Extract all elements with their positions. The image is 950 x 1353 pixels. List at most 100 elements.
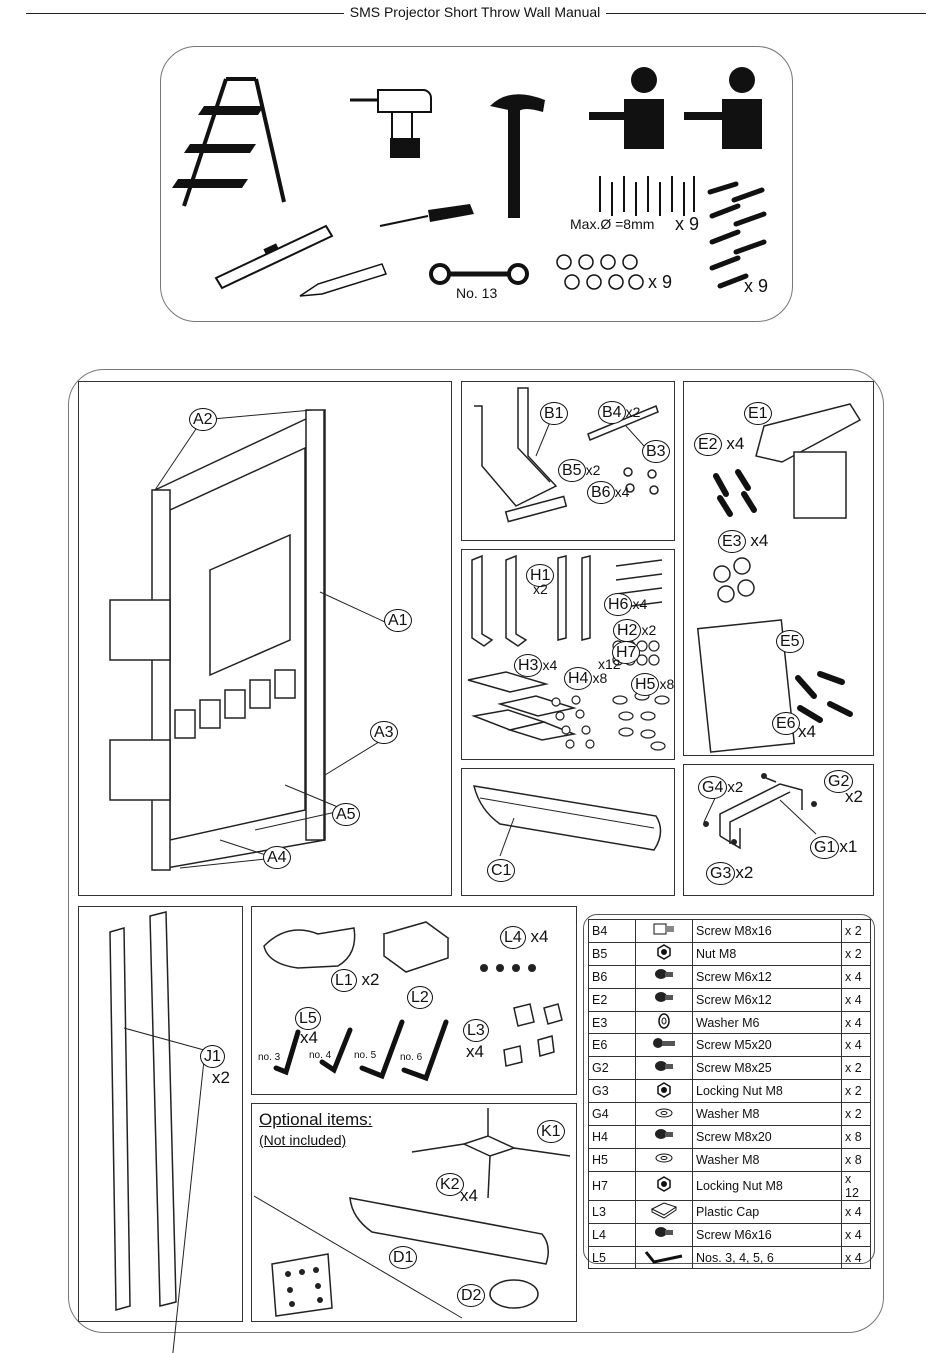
e-parts-drawing <box>696 403 862 753</box>
optional-title: Optional items: <box>259 1110 373 1129</box>
l5-qty: x4 <box>300 1028 318 1047</box>
part-qty: x 4 <box>841 1010 871 1035</box>
pencil-icon <box>299 263 387 297</box>
g2-qty: x2 <box>845 787 863 806</box>
screw-icon <box>635 1056 693 1081</box>
screw-icon <box>635 964 693 989</box>
l3-qty: x4 <box>466 1042 484 1061</box>
flat-washer-icon <box>635 1147 693 1172</box>
part-name: Screw M6x12 <box>692 964 842 989</box>
label-j1: J1 <box>200 1045 225 1068</box>
label-h2: H2 <box>613 619 642 642</box>
wrench-icon <box>429 263 529 285</box>
part-code: H7 <box>588 1170 636 1201</box>
label-g1: G1 <box>810 836 840 859</box>
cap-icon <box>635 1199 693 1224</box>
part-qty: x 2 <box>841 919 871 943</box>
optional-parts-drawing <box>253 1108 571 1319</box>
rail-c1-drawing <box>472 785 662 857</box>
label-l3: L3 <box>463 1019 489 1042</box>
part-code: H5 <box>588 1147 636 1172</box>
l1-qty: x2 <box>361 970 380 989</box>
label-e5: E5 <box>776 630 804 653</box>
washers-qty: x 9 <box>648 272 673 292</box>
wall-plugs-icon <box>707 181 767 289</box>
part-qty: x 4 <box>841 987 871 1012</box>
part-name: Screw M5x20 <box>692 1033 842 1058</box>
label-b3: B3 <box>642 440 670 463</box>
part-name: Screw M8x20 <box>692 1125 842 1149</box>
part-code: E2 <box>588 987 636 1012</box>
label-l2: L2 <box>407 986 433 1009</box>
rails-j1-drawing <box>109 911 205 1353</box>
e6-qty: x4 <box>798 722 816 741</box>
nut-icon <box>635 1170 693 1201</box>
part-code: H4 <box>588 1125 636 1149</box>
label-e2: E2 <box>694 433 722 456</box>
part-code: L4 <box>588 1222 636 1247</box>
part-qty: x 4 <box>841 964 871 989</box>
h6-qty: x4 <box>632 596 648 612</box>
part-qty: x 12 <box>841 1170 871 1201</box>
g4-qty: x2 <box>727 779 744 796</box>
label-h1: H1 <box>526 564 555 587</box>
allen-key-icon <box>635 1245 693 1270</box>
label-h3: H3 <box>514 654 543 677</box>
wall-mount-frame-drawing <box>109 408 386 871</box>
h5-qty: x8 <box>659 676 675 692</box>
part-code: B6 <box>588 964 636 989</box>
flat-washer-icon <box>635 1102 693 1127</box>
label-b1: B1 <box>540 402 568 425</box>
label-e3: E3 <box>718 530 746 553</box>
page-title: SMS Projector Short Throw Wall Manual <box>343 4 607 20</box>
step-ladder-icon <box>172 77 286 207</box>
nut-icon <box>635 941 693 966</box>
label-b5: B5 <box>558 459 586 482</box>
h1-qty: x2 <box>533 581 548 597</box>
tools-panel <box>160 46 793 322</box>
label-b6: B6 <box>587 481 615 504</box>
part-qty: x 4 <box>841 1033 871 1058</box>
part-qty: x 8 <box>841 1147 871 1172</box>
washers-icon <box>556 254 644 290</box>
h4-qty: x8 <box>592 670 608 686</box>
part-code: E6 <box>588 1033 636 1058</box>
part-code: G3 <box>588 1079 636 1104</box>
part-code: B4 <box>588 919 636 943</box>
l-parts-drawing <box>263 921 563 1082</box>
label-a2: A2 <box>189 408 217 431</box>
g-bracket-drawing <box>703 773 817 850</box>
drill-icon <box>350 89 432 158</box>
allen-key-no3: no. 3 <box>258 1052 281 1063</box>
label-c1: C1 <box>487 859 516 882</box>
label-e6: E6 <box>772 712 800 735</box>
b-parts-drawing <box>474 387 659 523</box>
label-h7: H7 <box>612 641 641 664</box>
part-qty: x 4 <box>841 1199 871 1224</box>
e3-qty: x4 <box>750 531 769 550</box>
spirit-level-icon <box>214 224 334 290</box>
part-name: Washer M6 <box>692 1010 842 1035</box>
h7-qty: x12 <box>598 656 621 672</box>
hammer-icon <box>490 94 545 218</box>
screw-icon <box>635 1222 693 1247</box>
hex-bolt-icon <box>635 919 693 943</box>
washer-icon <box>635 1010 693 1035</box>
part-code: G2 <box>588 1056 636 1081</box>
label-k1: K1 <box>537 1120 565 1143</box>
page-header: SMS Projector Short Throw Wall Manual <box>0 2 950 22</box>
part-name: Plastic Cap <box>692 1199 842 1224</box>
g1-qty: x1 <box>839 837 858 856</box>
label-g4: G4 <box>698 776 728 799</box>
h2-qty: x2 <box>641 622 657 638</box>
label-g2: G2 <box>824 770 854 793</box>
